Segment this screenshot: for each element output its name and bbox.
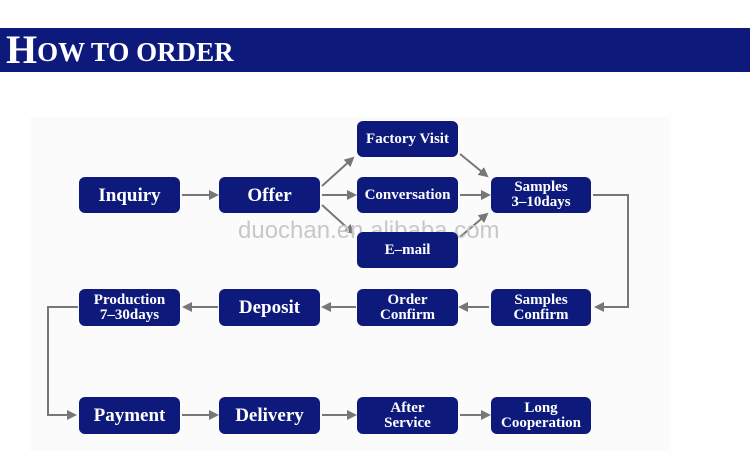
title-rest: OW TO ORDER bbox=[37, 37, 234, 67]
title-initial: H bbox=[6, 27, 38, 72]
step-after-service: After Service bbox=[357, 397, 458, 434]
step-offer: Offer bbox=[219, 177, 320, 213]
step-email: E–mail bbox=[357, 232, 458, 268]
step-payment: Payment bbox=[79, 397, 180, 434]
arrow-samples-confirm bbox=[593, 194, 629, 312]
step-samples-confirm: Samples Confirm bbox=[491, 289, 591, 326]
flow-panel bbox=[30, 117, 670, 451]
step-delivery: Delivery bbox=[219, 397, 320, 434]
step-production: Production 7–30days bbox=[79, 289, 180, 326]
step-inquiry: Inquiry bbox=[79, 177, 180, 213]
header-banner: HOW TO ORDER bbox=[0, 28, 750, 72]
arrow-offer-email bbox=[321, 204, 355, 235]
step-conversation: Conversation bbox=[357, 177, 458, 213]
step-deposit: Deposit bbox=[219, 289, 320, 326]
arrow-email-samples bbox=[459, 212, 489, 238]
page-title: HOW TO ORDER bbox=[6, 28, 234, 72]
arrow-production-payment bbox=[47, 306, 78, 420]
arrow-offer-factory bbox=[321, 156, 355, 187]
step-long-cooperation: Long Cooperation bbox=[491, 397, 591, 434]
step-samples: Samples 3–10days bbox=[491, 177, 591, 213]
step-order-confirm: Order Confirm bbox=[357, 289, 458, 326]
arrow-factory-samples bbox=[459, 153, 489, 178]
step-factory-visit: Factory Visit bbox=[357, 121, 458, 157]
